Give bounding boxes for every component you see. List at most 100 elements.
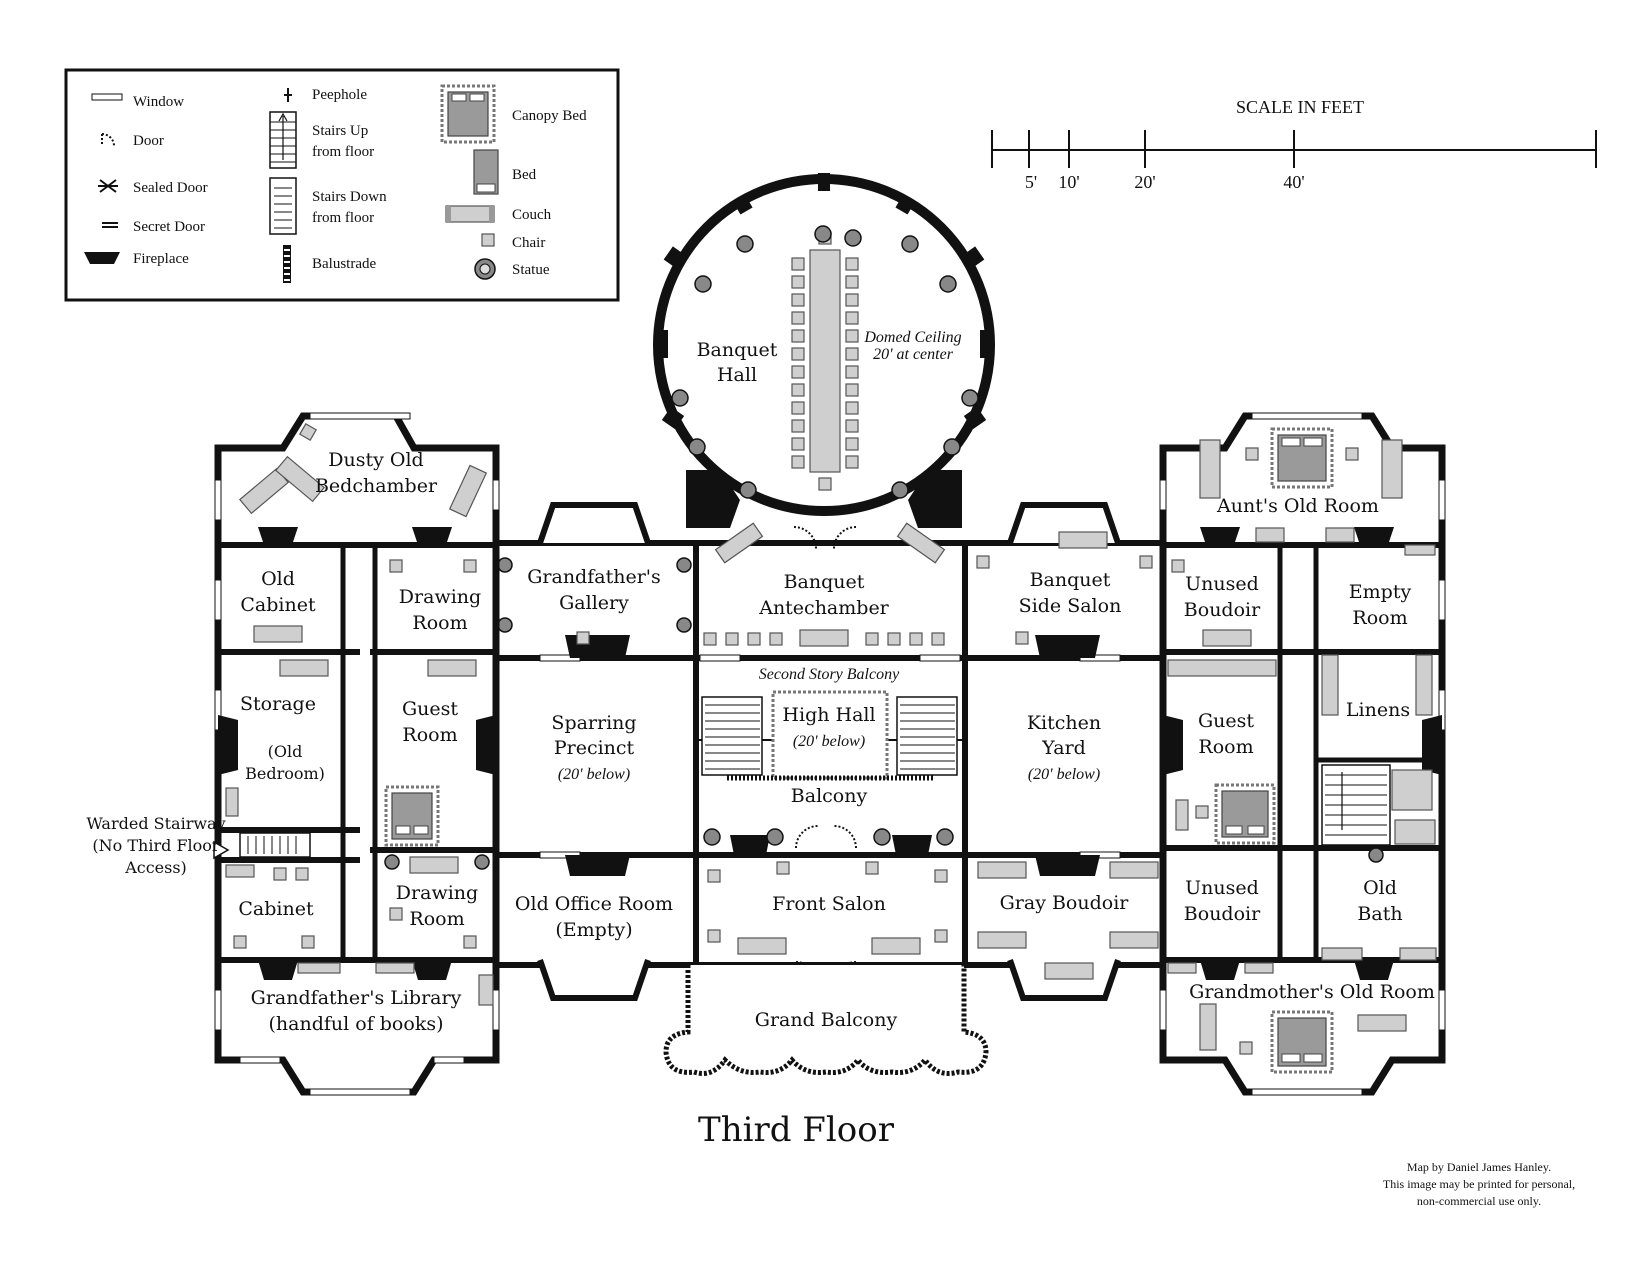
banquet-hall: Banquet Hall Domed Ceiling 20' at center: [653, 173, 995, 528]
guest-right-canopy-bed: [1214, 783, 1276, 845]
cabinet-label: Cabinet: [238, 898, 314, 920]
balcony-label: Balcony: [791, 785, 868, 807]
grand-balcony: [663, 965, 989, 1076]
canopy-bed-icon: [440, 84, 496, 144]
legend-door-label: Door: [133, 133, 164, 149]
grandfathers-library-label-2: (handful of books): [269, 1013, 444, 1035]
old-cabinet-label-2: Cabinet: [240, 594, 316, 616]
central-block: [492, 502, 1166, 1001]
legend-stairs-up-label-1: Stairs Up: [312, 123, 368, 139]
old-bath-label-1: Old: [1363, 877, 1397, 899]
door-icon: [101, 133, 115, 147]
banquet-side-salon-label-2: Side Salon: [1019, 595, 1122, 617]
banquet-antechamber-label-1: Banquet: [784, 571, 865, 593]
old-bedroom-label-2: Bedroom): [245, 764, 325, 783]
bed-icon: [473, 149, 499, 195]
legend-balustrade-label: Balustrade: [312, 256, 376, 272]
banquet-side-salon-label-1: Banquet: [1030, 569, 1111, 591]
sparring-precinct-label-1: Sparring: [551, 712, 636, 734]
dusty-bedchamber-label-2: Bedchamber: [315, 475, 438, 497]
guest-room-left-label-1: Guest: [402, 698, 458, 720]
gray-boudoir-label: Gray Boudoir: [1000, 892, 1130, 914]
map-title: Third Floor: [698, 1110, 895, 1150]
sparring-precinct-label-2: Precinct: [554, 737, 635, 759]
legend-window-label: Window: [133, 94, 184, 110]
drawing-room-bottom-label-2: Room: [409, 908, 464, 930]
legend-frame: [64, 68, 620, 302]
legend-stairs-down-label-2: from floor: [312, 210, 374, 226]
credit-line-1: Map by Daniel James Hanley.: [1407, 1160, 1551, 1174]
linens-label: Linens: [1346, 699, 1410, 721]
domed-ceiling-label-1: Domed Ceiling: [863, 329, 961, 346]
right-wing: [1159, 412, 1446, 1096]
guest-room-left-label-2: Room: [402, 724, 457, 746]
legend: Window Door Sealed Door Secret Door Fire…: [64, 68, 620, 302]
balustrade-icon: [283, 245, 291, 283]
drawing-room-top-label-2: Room: [412, 612, 467, 634]
window-icon: [91, 93, 123, 101]
old-office-room-label-1: Old Office Room: [515, 893, 673, 915]
credit-line-2: This image may be printed for personal,: [1383, 1177, 1575, 1191]
scale-tick-5: 5': [1025, 172, 1037, 192]
domed-ceiling-label-2: 20' at center: [873, 346, 954, 363]
legend-statue-label: Statue: [512, 262, 550, 278]
secret-door-icon: [102, 222, 118, 228]
peephole-icon: [284, 88, 292, 102]
dusty-bedchamber-label-1: Dusty Old: [328, 449, 423, 471]
unused-boudoir-top-label-2: Boudoir: [1184, 599, 1261, 621]
old-cabinet-label-1: Old: [261, 568, 295, 590]
legend-fireplace-label: Fireplace: [133, 251, 189, 267]
credit-note: Map by Daniel James Hanley. This image m…: [1383, 1160, 1575, 1208]
old-office-room-label-2: (Empty): [555, 919, 632, 941]
legend-stairs-up-label-2: from floor: [312, 144, 374, 160]
second-story-balcony-label: Second Story Balcony: [759, 666, 900, 683]
warded-stairway-label-3: Access): [124, 858, 187, 877]
warded-stairway-label-1: Warded Stairway: [86, 814, 225, 833]
banquet-antechamber-label-2: Antechamber: [758, 597, 889, 619]
drawing-room-bottom-label-1: Drawing: [396, 882, 478, 904]
grandfathers-library-label-1: Grandfather's Library: [251, 987, 462, 1009]
legend-sealed-door-label: Sealed Door: [133, 180, 208, 196]
grand-balcony-label: Grand Balcony: [755, 1009, 898, 1031]
unused-boudoir-top-label-1: Unused: [1185, 573, 1259, 595]
banquet-hall-label-1: Banquet: [697, 339, 778, 361]
guest-room-right-label-1: Guest: [1198, 710, 1254, 732]
statue-icon: [474, 258, 496, 280]
sparring-precinct-label-3: (20' below): [558, 766, 630, 783]
guest-room-right-label-2: Room: [1198, 736, 1253, 758]
unused-boudoir-bottom-label-2: Boudoir: [1184, 903, 1261, 925]
stairs-up-icon: [269, 111, 297, 169]
high-hall-label-1: High Hall: [782, 704, 875, 726]
credit-line-3: non-commercial use only.: [1417, 1194, 1541, 1208]
legend-canopy-bed-label: Canopy Bed: [512, 108, 587, 124]
hall-statues: [671, 225, 979, 499]
legend-couch-label: Couch: [512, 207, 552, 223]
kitchen-yard-label-3: (20' below): [1028, 766, 1100, 783]
chair-icon: [481, 233, 495, 247]
kitchen-yard-label-2: Yard: [1041, 737, 1086, 759]
grandfathers-gallery-label-1: Grandfather's: [527, 566, 661, 588]
empty-room-label-2: Room: [1352, 607, 1407, 629]
grandmother-canopy-bed: [1270, 1010, 1334, 1074]
grandmothers-old-room-label: Grandmother's Old Room: [1189, 981, 1435, 1003]
left-wing: [213, 412, 500, 1096]
scale-heading: SCALE IN FEET: [1236, 97, 1364, 117]
high-hall-stairs: [701, 690, 958, 781]
left-guest-bed: [384, 785, 440, 847]
fireplace-icon: [84, 252, 120, 264]
room-labels: Dusty Old Bedchamber Old Cabinet Drawing…: [86, 449, 1434, 1035]
scale-tick-40: 40': [1283, 172, 1304, 192]
legend-stairs-down-label-1: Stairs Down: [312, 189, 387, 205]
banquet-hall-label-2: Hall: [717, 364, 757, 386]
scale-tick-20: 20': [1134, 172, 1155, 192]
legend-peephole-label: Peephole: [312, 87, 367, 103]
legend-bed-label: Bed: [512, 167, 537, 183]
front-salon-label: Front Salon: [772, 893, 886, 915]
empty-room-label-1: Empty: [1349, 581, 1412, 603]
old-bath-label-2: Bath: [1357, 903, 1402, 925]
scale-bar: SCALE IN FEET 5' 10' 20' 40': [991, 97, 1597, 192]
storage-label: Storage: [240, 693, 316, 715]
old-bedroom-label-1: (Old: [268, 742, 303, 761]
couch-icon: [445, 205, 495, 223]
